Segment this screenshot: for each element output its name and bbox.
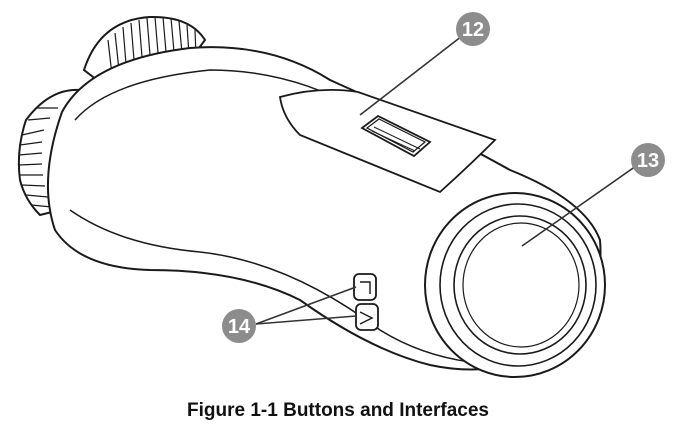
- body-contour-lower: [69, 209, 471, 363]
- callout-13-badge: [631, 143, 665, 177]
- callout-14: 14: [222, 309, 256, 343]
- leader-lines: [255, 35, 637, 325]
- figure-caption: Figure 1-1 Buttons and Interfaces: [187, 400, 489, 421]
- callout-13: 13: [631, 143, 665, 177]
- body-contour: [74, 69, 361, 121]
- callout-13-label: 13: [637, 150, 659, 172]
- callout-12-badge: [456, 12, 490, 46]
- objective-lens-housing: [424, 192, 606, 378]
- device-illustration: 12 13 14: [17, 12, 665, 378]
- callout-12: 12: [456, 12, 490, 46]
- callout-14-badge: [222, 309, 256, 343]
- callout-12-label: 12: [462, 19, 484, 41]
- callout-14-label: 14: [228, 316, 251, 338]
- interface-port: [360, 114, 432, 158]
